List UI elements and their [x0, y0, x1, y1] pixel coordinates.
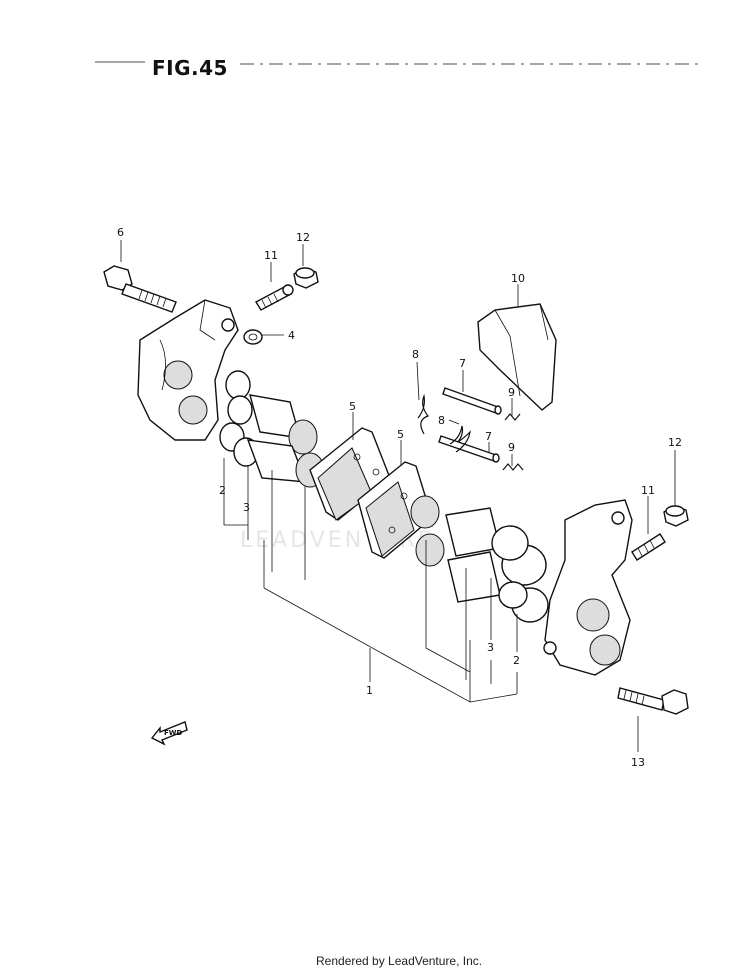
- piston-seal-set-left: [219, 370, 325, 488]
- callout-11-top: 11: [264, 249, 278, 262]
- callout-5-right: 5: [397, 428, 404, 441]
- bleeder-cap-top: [293, 267, 319, 289]
- bleeder-cap-right: [663, 505, 689, 527]
- callout-7-upper: 7: [459, 357, 466, 370]
- pad-spring-upper: [417, 393, 430, 435]
- callout-12-right: 12: [668, 436, 682, 449]
- callout-3-left: 3: [243, 501, 250, 514]
- footer-credit: Rendered by LeadVenture, Inc.: [316, 954, 483, 968]
- callout-6: 6: [117, 226, 124, 239]
- bleeder-valve-top: [255, 284, 294, 311]
- brake-pad-right: [357, 461, 433, 559]
- callout-9-lower: 9: [508, 441, 515, 454]
- caliper-body-left: [137, 299, 239, 441]
- figure-title: FIG.45: [152, 56, 228, 80]
- pin-clip-upper: [504, 413, 521, 421]
- callout-7-lower: 7: [485, 430, 492, 443]
- callout-8-lower: 8: [438, 414, 445, 427]
- bleeder-valve-right: [631, 533, 666, 561]
- callout-11-right: 11: [641, 484, 655, 497]
- pad-pin-upper: [442, 387, 502, 415]
- callout-2-left: 2: [219, 484, 226, 497]
- bolt-13: [617, 687, 689, 715]
- fwd-label: FWD: [164, 729, 183, 737]
- callout-4: 4: [288, 329, 295, 342]
- caliper-body-right: [543, 499, 633, 676]
- callout-8-upper: 8: [412, 348, 419, 361]
- callout-5-left: 5: [349, 400, 356, 413]
- washer-4: [243, 329, 263, 345]
- callout-13: 13: [631, 756, 645, 769]
- pin-clip-lower: [502, 463, 524, 471]
- pad-spring-lower: [449, 425, 471, 453]
- callout-2-right: 2: [513, 654, 520, 667]
- callout-9-upper: 9: [508, 386, 515, 399]
- callout-12-top: 12: [296, 231, 310, 244]
- leader-lines: [120, 240, 676, 752]
- piston-seal-set-right: [410, 495, 549, 623]
- pad-cover-10: [477, 303, 557, 411]
- callout-1: 1: [366, 684, 373, 697]
- callout-10: 10: [511, 272, 525, 285]
- bolt-6: [103, 265, 177, 313]
- forward-arrow-icon: [150, 721, 188, 746]
- callout-3-right: 3: [487, 641, 494, 654]
